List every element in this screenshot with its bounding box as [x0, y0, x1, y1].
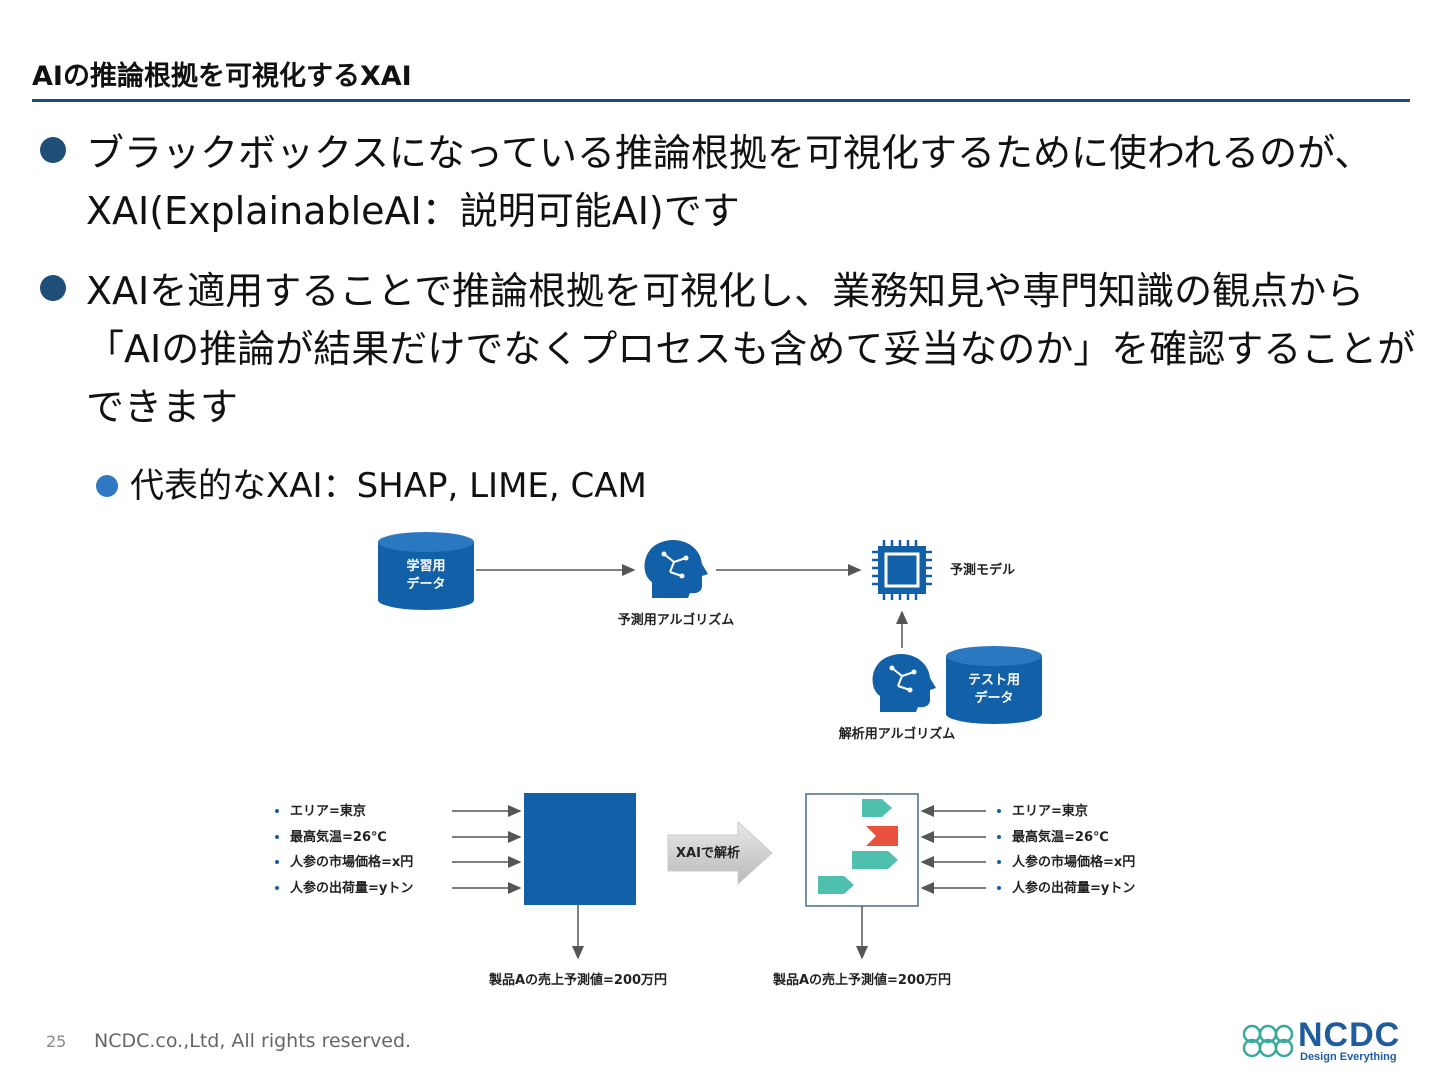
- xai-arrow-label: XAIで解析: [676, 845, 740, 861]
- input-item: エリア=東京: [290, 803, 366, 819]
- right-input-list: エリア=東京 最高気温=26℃ 人参の市場価格=x円 人参の出荷量=yトン: [997, 803, 1135, 896]
- xai-analysis-arrow: XAIで解析: [667, 820, 773, 886]
- input-item: 人参の市場価格=x円: [290, 854, 413, 870]
- blackbox-output-label: 製品Aの売上予測値=200万円: [488, 972, 667, 988]
- prediction-model-label: 予測モデル: [950, 562, 1015, 578]
- ai-head-icon: [644, 540, 708, 598]
- test-data-label-2: データ: [974, 690, 1013, 706]
- test-data-label-1: テスト用: [968, 673, 1020, 688]
- bullet-2-text: XAIを適用することで推論根拠を可視化し、業務知見や専門知識の観点から「AIの推…: [86, 269, 1416, 429]
- chip-icon: [872, 540, 932, 600]
- bullet-dot: [40, 275, 66, 301]
- logo-text: NCDC: [1298, 1016, 1401, 1054]
- training-data-label-2: データ: [406, 576, 445, 592]
- prediction-algorithm-label: 予測用アルゴリズム: [618, 612, 735, 628]
- analysis-algorithm-label: 解析用アルゴリズム: [838, 726, 956, 742]
- input-item: 人参の出荷量=yトン: [290, 880, 413, 896]
- feature-shape-teal: [818, 876, 854, 894]
- input-item: エリア=東京: [1012, 803, 1088, 819]
- slide-title: AIの推論根拠を可視化するXAI: [32, 61, 412, 92]
- right-input-arrows: [920, 805, 986, 894]
- input-item: 人参の出荷量=yトン: [1012, 880, 1135, 896]
- test-data-cylinder: テスト用 データ: [946, 646, 1042, 724]
- input-item: 最高気温=26℃: [1012, 829, 1109, 845]
- black-box-model: [524, 793, 636, 905]
- sub-bullet-dot: [96, 475, 118, 497]
- explained-model-box: [805, 793, 919, 907]
- explained-output-label: 製品Aの売上予測値=200万円: [772, 972, 951, 988]
- left-input-arrows: [452, 805, 522, 894]
- input-item: 人参の市場価格=x円: [1012, 854, 1135, 870]
- logo-mark-icon: [1242, 1024, 1294, 1058]
- feature-shape-red: [866, 826, 898, 846]
- training-data-label-1: 学習用: [406, 558, 445, 574]
- sub-bullet-text: 代表的なXAI：SHAP, LIME, CAM: [130, 466, 647, 506]
- bullet-dot: [40, 137, 66, 163]
- left-input-list: エリア=東京 最高気温=26℃ 人参の市場価格=x円 人参の出荷量=yトン: [275, 803, 413, 896]
- feature-shape-teal: [852, 851, 898, 869]
- training-data-cylinder: 学習用 データ: [378, 532, 474, 610]
- logo-tagline: Design Everything: [1300, 1051, 1397, 1063]
- copyright-text: NCDC.co.,Ltd, All rights reserved.: [94, 1030, 412, 1052]
- page-number: 25: [46, 1032, 67, 1051]
- feature-shape-teal: [862, 799, 892, 817]
- title-divider: [32, 99, 1410, 102]
- ncdc-logo: NCDC Design Everything: [1238, 1016, 1418, 1064]
- bullet-1-text: ブラックボックスになっている推論根拠を可視化するために使われるのが、XAI(Ex…: [86, 131, 1373, 233]
- ai-head-icon: [872, 654, 936, 712]
- input-item: 最高気温=26℃: [290, 829, 387, 845]
